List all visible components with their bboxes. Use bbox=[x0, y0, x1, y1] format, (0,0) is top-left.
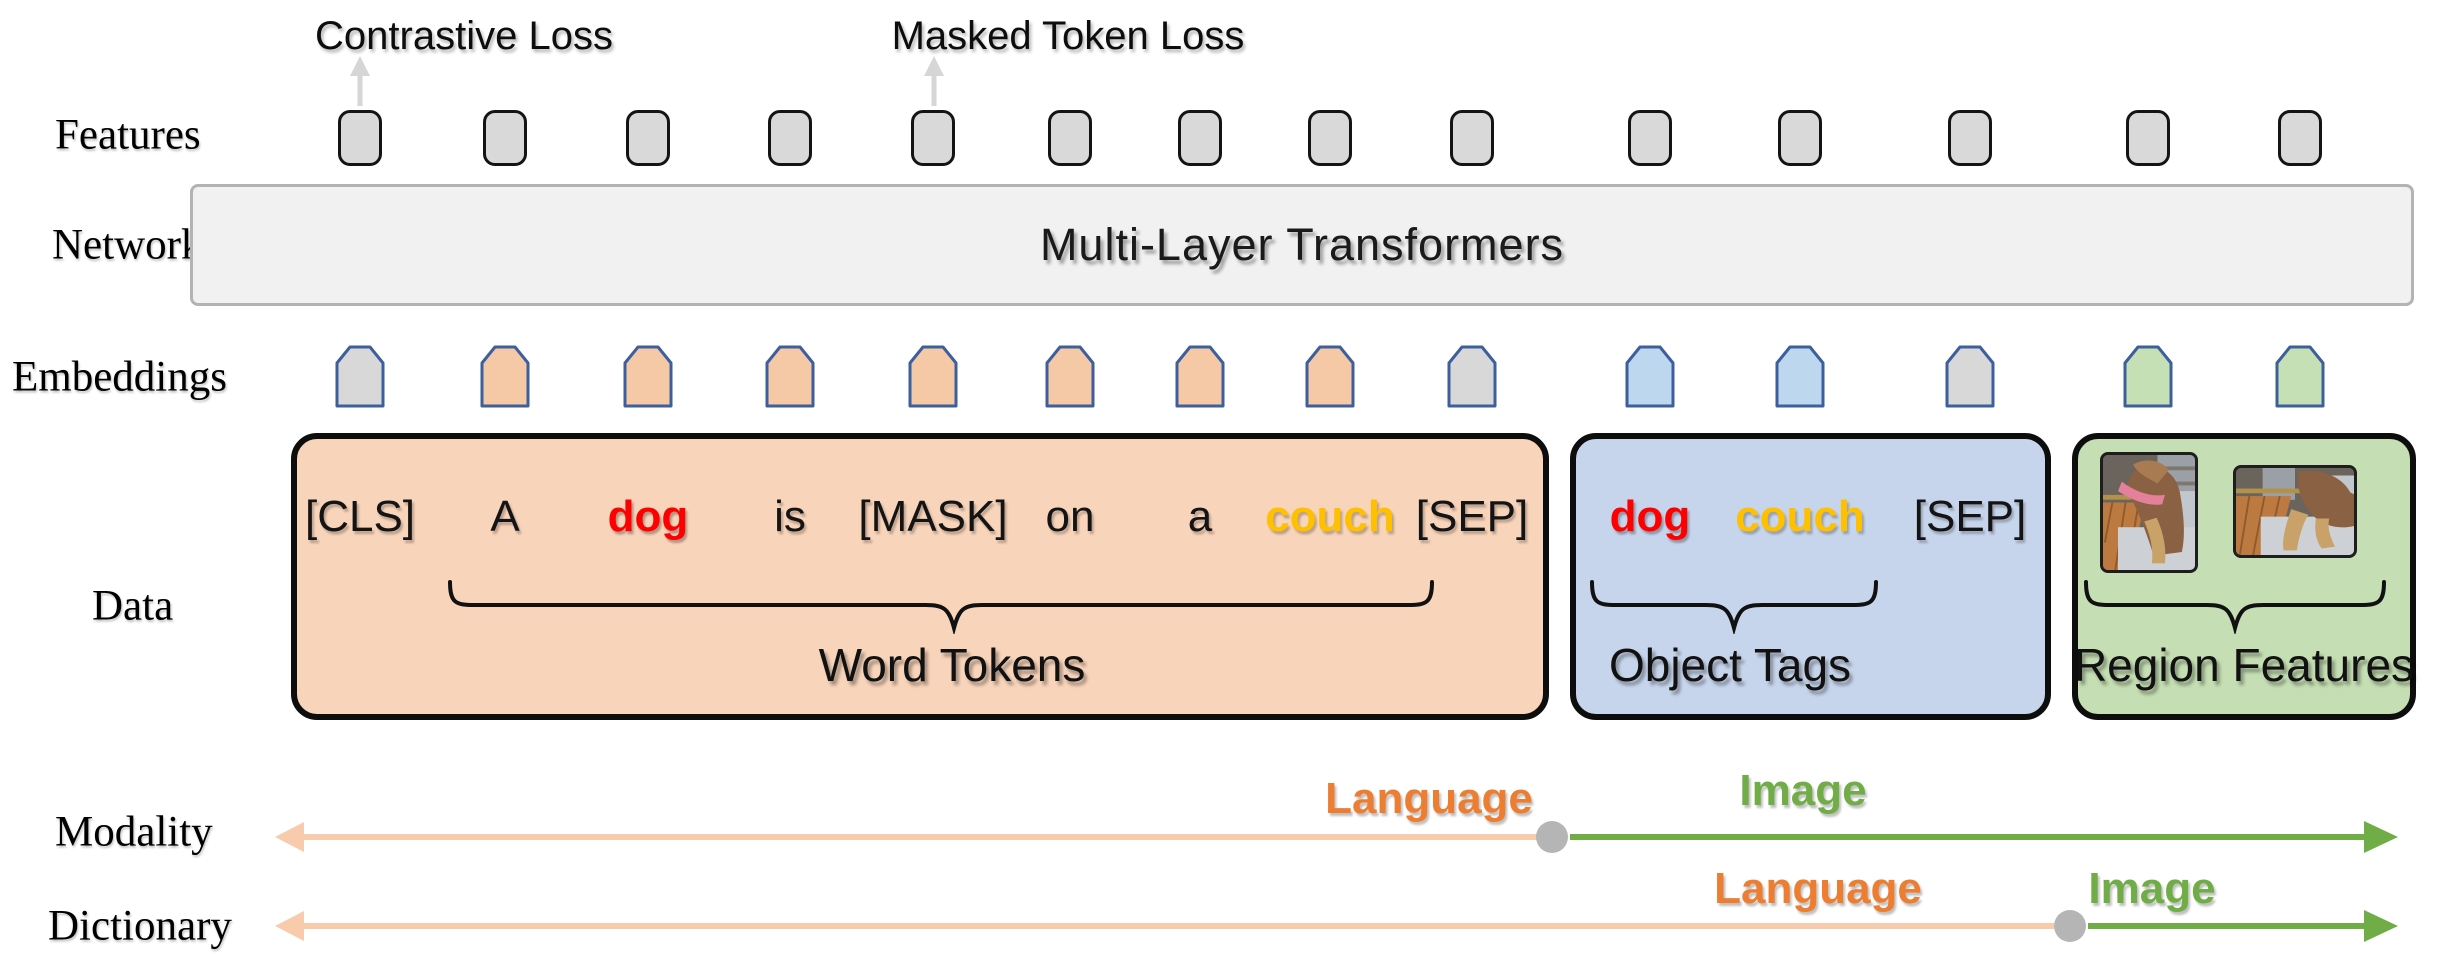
contrastive-loss-label: Contrastive Loss bbox=[315, 14, 613, 58]
feature-box bbox=[911, 110, 955, 166]
dictionary-axis-arrows bbox=[275, 910, 2398, 942]
embedding-shape-blue bbox=[1775, 345, 1825, 408]
masked-token-loss-label: Masked Token Loss bbox=[891, 14, 1245, 58]
feature-box bbox=[2278, 110, 2322, 166]
embedding-shape-orange bbox=[1305, 345, 1355, 408]
object-tags-brace bbox=[1590, 580, 1878, 634]
dog-region-image-1 bbox=[2100, 452, 2198, 573]
embedding-shape-gray bbox=[1447, 345, 1497, 408]
dog-region-image-2 bbox=[2233, 465, 2357, 558]
token-text: a bbox=[1187, 492, 1213, 541]
data-row-label: Data bbox=[92, 582, 174, 630]
feature-box bbox=[1778, 110, 1822, 166]
region-features-brace bbox=[2084, 580, 2386, 634]
embeddings-row-label: Embeddings bbox=[12, 353, 227, 401]
token-text: couch bbox=[1265, 492, 1395, 541]
dog-photo-1-illustration bbox=[2103, 455, 2195, 570]
dog-photo-2-illustration bbox=[2236, 468, 2354, 555]
dictionary-row-label: Dictionary bbox=[48, 902, 232, 950]
network-row-label: Network bbox=[52, 221, 203, 269]
modality-row-label: Modality bbox=[55, 808, 213, 856]
feature-box bbox=[1628, 110, 1672, 166]
dictionary-image-label: Image bbox=[2088, 864, 2216, 913]
modality-image-label: Image bbox=[1739, 766, 1867, 815]
features-row-label: Features bbox=[55, 111, 201, 159]
token-text: couch bbox=[1735, 492, 1865, 541]
token-text: [MASK] bbox=[858, 492, 1008, 541]
network-box-label: Multi-Layer Transformers bbox=[1039, 219, 1565, 270]
token-text: [SEP] bbox=[1415, 492, 1529, 541]
embedding-shape-green bbox=[2123, 345, 2173, 408]
embedding-shape-orange bbox=[623, 345, 673, 408]
token-text: dog bbox=[607, 492, 689, 541]
feature-box bbox=[1308, 110, 1352, 166]
embedding-shape-orange bbox=[1045, 345, 1095, 408]
modality-left-arrowhead-icon bbox=[275, 822, 304, 852]
word-tokens-box bbox=[291, 433, 1549, 720]
embedding-shape-gray bbox=[1945, 345, 1995, 408]
feature-box bbox=[1178, 110, 1222, 166]
contrastive-loss-arrow-icon bbox=[350, 56, 370, 106]
feature-box bbox=[1948, 110, 1992, 166]
object-tags-box bbox=[1570, 433, 2051, 720]
word-tokens-brace bbox=[448, 580, 1434, 634]
word-tokens-label: Word Tokens bbox=[818, 639, 1086, 691]
embedding-shape-orange bbox=[908, 345, 958, 408]
dictionary-right-arrowhead-icon bbox=[2364, 910, 2398, 942]
token-text: [SEP] bbox=[1913, 492, 2027, 541]
multi-layer-transformers-box: Multi-Layer Transformers bbox=[190, 184, 2414, 306]
embedding-shape-gray bbox=[335, 345, 385, 408]
modality-language-label: Language bbox=[1325, 774, 1533, 823]
embedding-shape-orange bbox=[1175, 345, 1225, 408]
feature-box bbox=[768, 110, 812, 166]
modality-split-dot bbox=[1536, 821, 1568, 853]
dictionary-language-label: Language bbox=[1714, 864, 1922, 913]
dictionary-split-dot bbox=[2054, 910, 2086, 942]
region-features-label: Region Features bbox=[2073, 639, 2415, 691]
feature-box bbox=[1450, 110, 1494, 166]
embedding-shape-blue bbox=[1625, 345, 1675, 408]
feature-box bbox=[338, 110, 382, 166]
modality-axis-arrows bbox=[275, 821, 2398, 853]
feature-box bbox=[1048, 110, 1092, 166]
modality-right-arrowhead-icon bbox=[2364, 821, 2398, 853]
token-text: dog bbox=[1609, 492, 1691, 541]
token-text: is bbox=[774, 492, 806, 541]
embedding-shape-orange bbox=[765, 345, 815, 408]
token-text: on bbox=[1045, 492, 1095, 541]
token-text: [CLS] bbox=[304, 492, 416, 541]
feature-box bbox=[626, 110, 670, 166]
embedding-shape-orange bbox=[480, 345, 530, 408]
feature-box bbox=[483, 110, 527, 166]
embedding-shape-green bbox=[2275, 345, 2325, 408]
masked-token-loss-arrow-icon bbox=[924, 56, 944, 106]
feature-box bbox=[2126, 110, 2170, 166]
object-tags-label: Object Tags bbox=[1608, 639, 1852, 691]
token-text: A bbox=[490, 492, 520, 541]
dictionary-left-arrowhead-icon bbox=[275, 911, 304, 941]
